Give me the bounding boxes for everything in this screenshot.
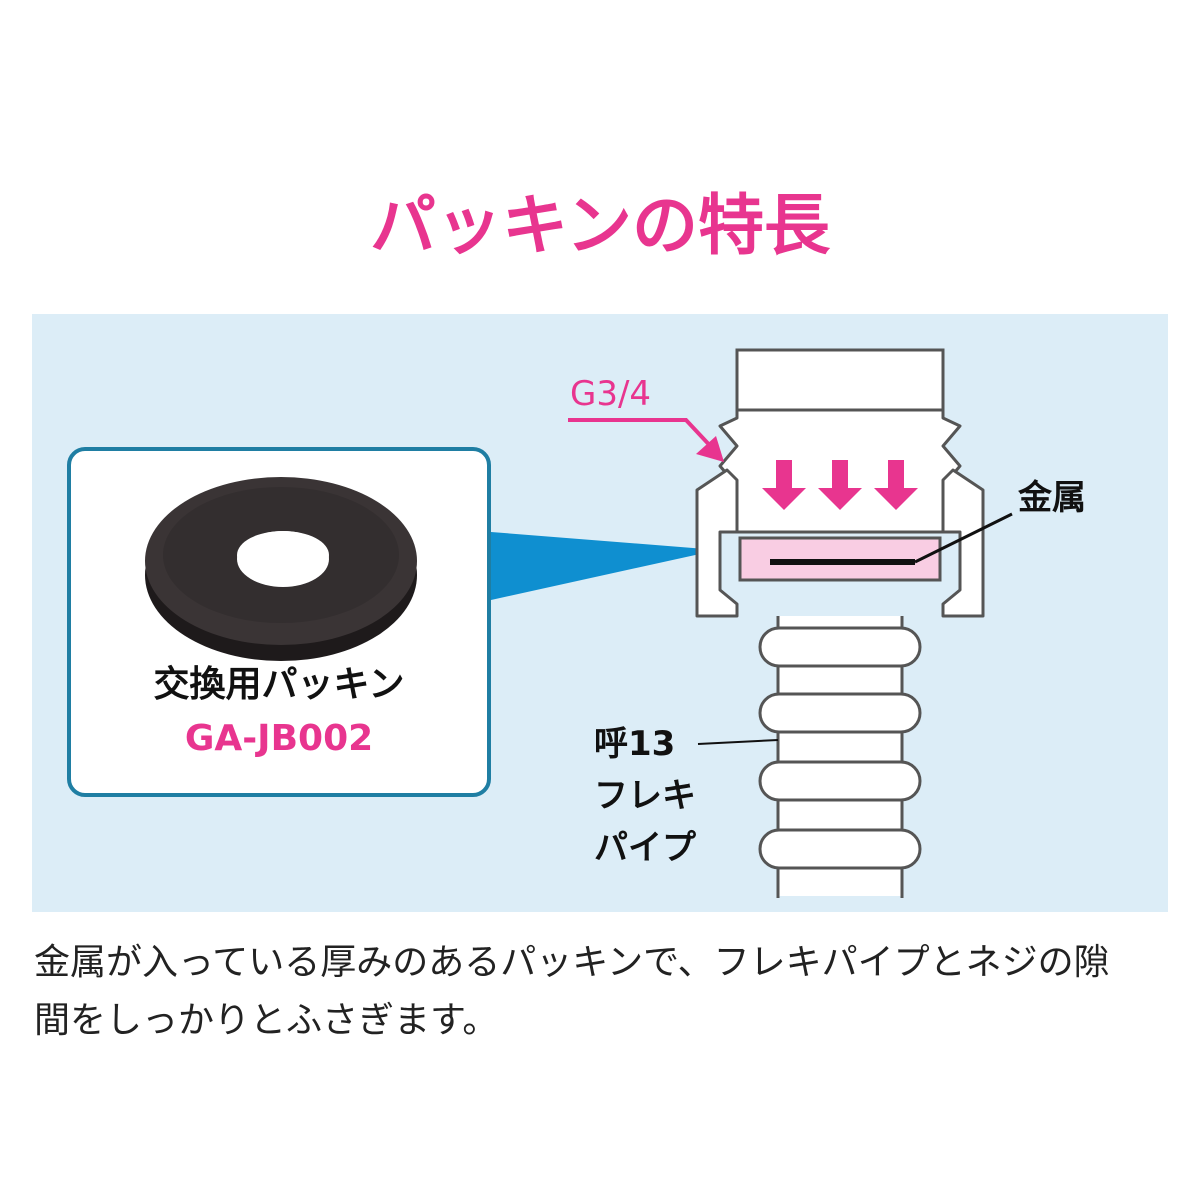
pipe-type-label-2: パイプ <box>594 828 696 868</box>
thread-leader <box>568 418 718 454</box>
washer-photo <box>145 477 417 661</box>
description-line: 間をしっかりとふさぎます。 <box>34 1000 499 1041</box>
page-title: パッキンの特長 <box>369 187 831 264</box>
gasket-part-number: GA-JB002 <box>184 718 374 759</box>
metal-leader <box>914 512 1013 564</box>
down-arrow <box>818 460 862 510</box>
description: 金属が入っている厚みのあるパッキンで、フレキパイプとネジの隙 間をしっかりとふさ… <box>34 934 1170 1050</box>
down-arrow <box>762 460 806 510</box>
upper-pipe <box>735 348 945 412</box>
callout-pointer <box>491 532 718 600</box>
thread-leader-head <box>696 436 724 462</box>
down-arrow <box>874 460 918 510</box>
gasket-name: 交換用パッキン <box>153 664 405 705</box>
thread-size-label: G3/4 <box>570 374 652 414</box>
pressure-arrows <box>762 460 918 510</box>
pipe-type-label-1: フレキ <box>594 776 696 816</box>
flex-pipe-corrugations <box>758 626 922 870</box>
pipe-leader <box>697 739 779 745</box>
metal-label: 金属 <box>1018 478 1086 518</box>
pipe-size-label: 呼13 <box>594 724 676 764</box>
nut-body <box>695 468 739 618</box>
description-line: 金属が入っている厚みのあるパッキンで、フレキパイプとネジの隙 <box>34 942 1110 983</box>
replacement-gasket-card <box>67 447 491 797</box>
nut-body-right <box>941 468 985 618</box>
